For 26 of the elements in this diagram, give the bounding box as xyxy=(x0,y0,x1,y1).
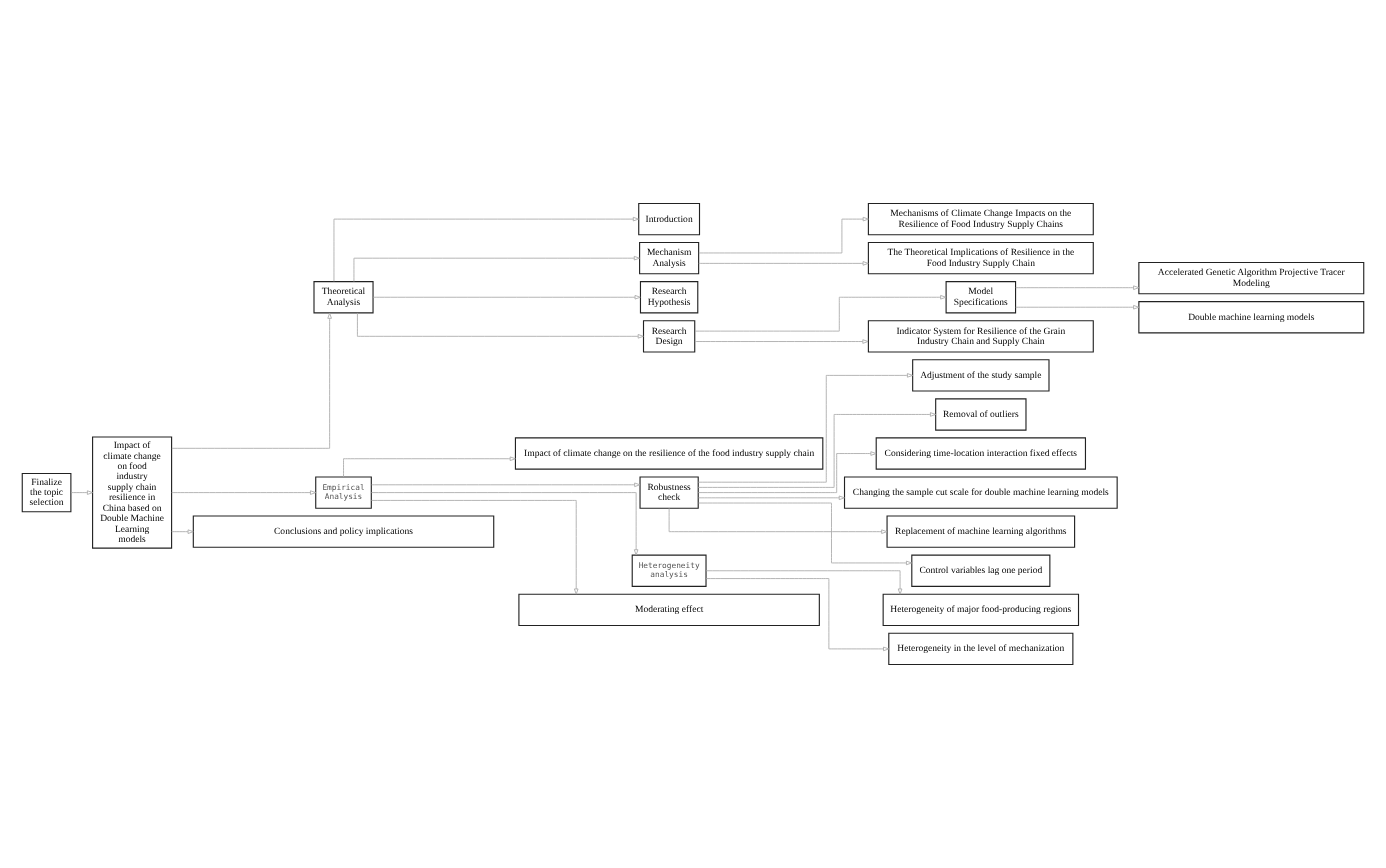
arrow xyxy=(697,373,914,483)
arrow xyxy=(333,216,639,282)
arrow xyxy=(343,456,516,478)
arrow xyxy=(694,295,947,332)
arrow xyxy=(698,502,913,566)
arrow xyxy=(705,578,890,652)
arrow xyxy=(668,507,888,534)
arrow xyxy=(694,339,869,344)
arrow xyxy=(698,216,869,254)
arrow xyxy=(353,255,640,282)
arrow xyxy=(697,451,877,494)
arrow xyxy=(705,570,903,595)
arrow xyxy=(371,482,641,488)
arrow xyxy=(1015,285,1140,290)
arrow xyxy=(698,495,845,501)
arrow xyxy=(370,500,579,595)
arrow xyxy=(697,412,937,488)
arrow xyxy=(698,261,869,266)
arrow xyxy=(171,529,194,534)
arrow xyxy=(356,312,644,339)
arrow xyxy=(70,490,93,495)
arrow xyxy=(1015,304,1140,310)
arrow xyxy=(171,312,332,449)
arrow xyxy=(372,295,641,300)
arrow xyxy=(370,492,639,556)
arrow xyxy=(171,490,317,495)
